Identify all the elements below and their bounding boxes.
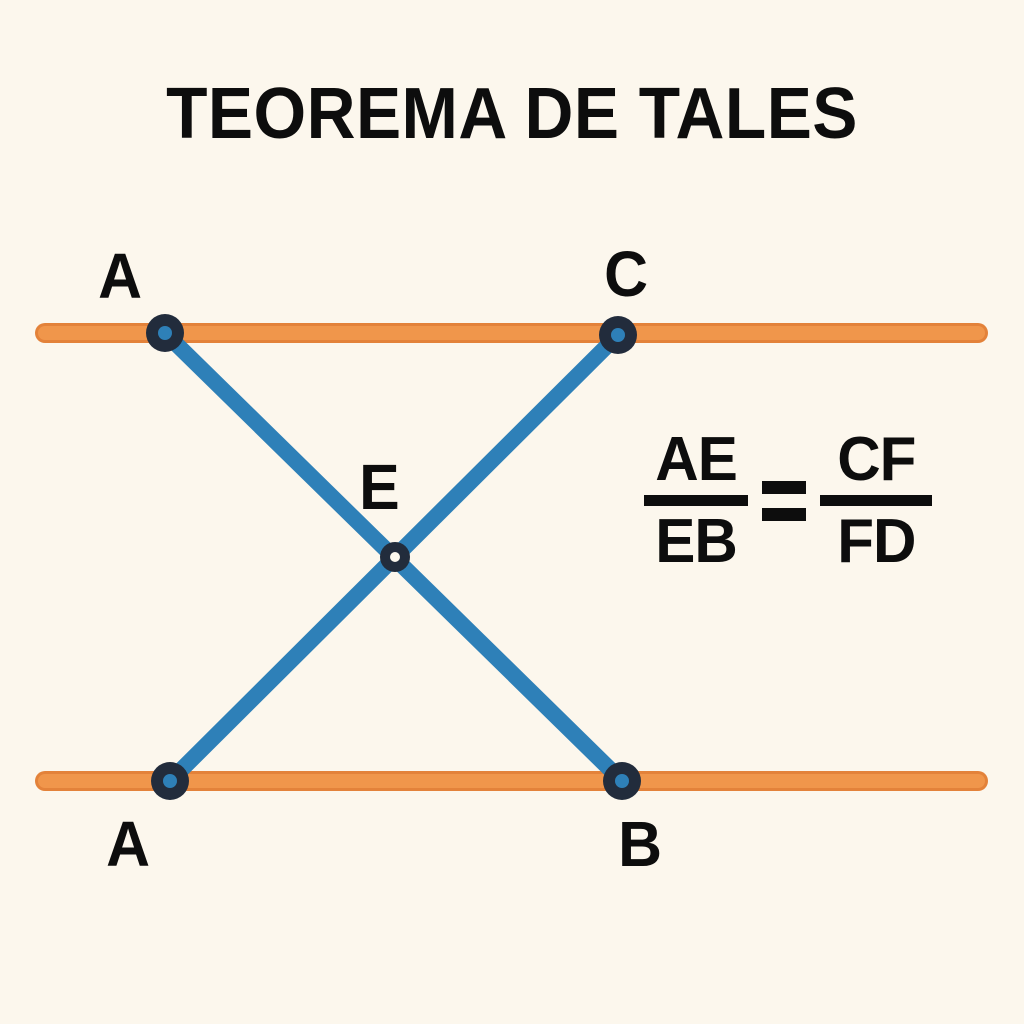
right-fraction-bar [820,494,932,506]
label-c-top: C [604,238,649,310]
thales-proportion-formula: AE EB CF FD [628,408,948,593]
label-a-bottom: A [106,808,151,880]
label-b-bottom: B [618,808,663,880]
right-fraction-numerator: CF [836,425,916,495]
vertex-c-top-core [611,328,625,342]
right-fraction-denominator: FD [836,506,916,576]
vertex-a-top-core [158,326,172,340]
equals-sign-bottom-bar [762,507,806,521]
label-e-center: E [359,451,400,523]
left-fraction: AE EB [644,425,748,576]
vertex-e-center-core [390,552,400,562]
label-a-top: A [98,240,143,312]
equals-sign-top-bar [762,480,806,494]
vertex-a-bottom-core [163,774,177,788]
equals-sign [762,475,806,527]
left-fraction-numerator: AE [655,425,738,495]
left-fraction-denominator: EB [655,506,738,576]
vertex-b-bottom-core [615,774,629,788]
parallel-lines-group [35,323,988,791]
right-fraction: CF FD [820,425,932,576]
page-title: TEOREMA DE TALES [166,74,858,154]
vertex-markers-group [146,314,641,800]
left-fraction-bar [644,494,748,506]
